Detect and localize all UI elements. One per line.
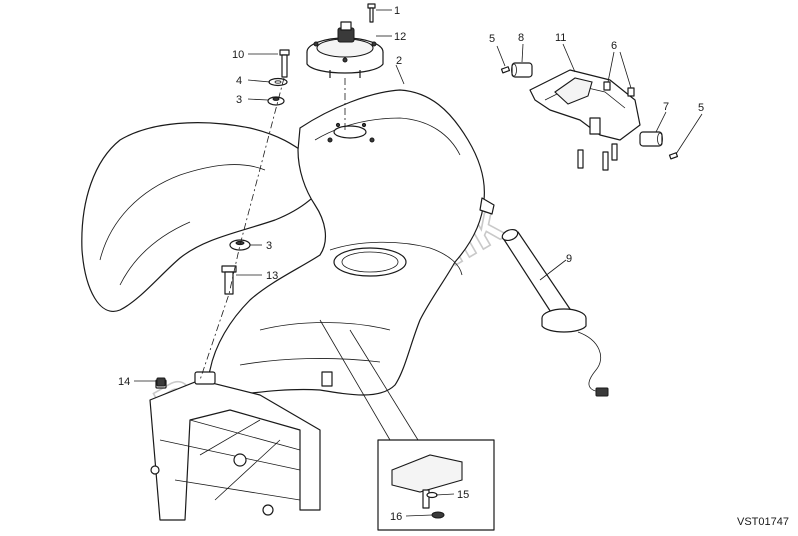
callout-5-right: 5: [698, 102, 704, 114]
assembly-axes: [199, 77, 419, 441]
callout-7: 7: [663, 101, 669, 113]
cap-screw[interactable]: [367, 3, 376, 23]
spacer-13[interactable]: [221, 265, 237, 295]
washer-4[interactable]: [268, 77, 288, 87]
callout-15: 15: [457, 489, 469, 501]
callout-14: 14: [118, 376, 130, 388]
bracket-11[interactable]: [529, 69, 641, 141]
callout-4: 4: [236, 75, 242, 87]
callout-leaders: [134, 9, 703, 517]
screw-5-left[interactable]: [500, 66, 511, 74]
sensor-7[interactable]: [639, 131, 663, 147]
bolt-10[interactable]: [279, 49, 290, 78]
callout-9: 9: [566, 253, 572, 265]
diagram-reference-code: VST01747: [737, 516, 789, 528]
grommet-3-lower[interactable]: [229, 239, 251, 251]
sensor-8[interactable]: [511, 62, 533, 78]
callout-13: 13: [266, 270, 278, 282]
filler-cap-assembly[interactable]: [306, 21, 384, 78]
part-16[interactable]: [431, 511, 445, 519]
grommet-3-upper[interactable]: [267, 96, 285, 106]
bracket-studs: [577, 143, 618, 171]
callout-6: 6: [611, 40, 617, 52]
fuel-tank[interactable]: [81, 89, 495, 396]
screw-5-right[interactable]: [668, 152, 679, 160]
callout-10: 10: [232, 49, 244, 61]
callout-1: 1: [394, 5, 400, 17]
callout-3-lower: 3: [266, 240, 272, 252]
frame-section: [149, 371, 321, 521]
callout-labels: 1 12 10 4 3 2 3 13 14 5 8 11 6 7 5 9 15 …: [118, 5, 704, 523]
callout-5-left: 5: [489, 33, 495, 45]
callout-11: 11: [555, 32, 566, 44]
part-15[interactable]: [426, 491, 438, 499]
callout-3-upper: 3: [236, 94, 242, 106]
fuel-pump-9[interactable]: [501, 228, 609, 397]
callout-16: 16: [390, 511, 402, 523]
part-14[interactable]: [156, 377, 166, 387]
callout-8: 8: [518, 32, 524, 44]
callout-2: 2: [396, 55, 402, 67]
callout-12: 12: [394, 31, 406, 43]
